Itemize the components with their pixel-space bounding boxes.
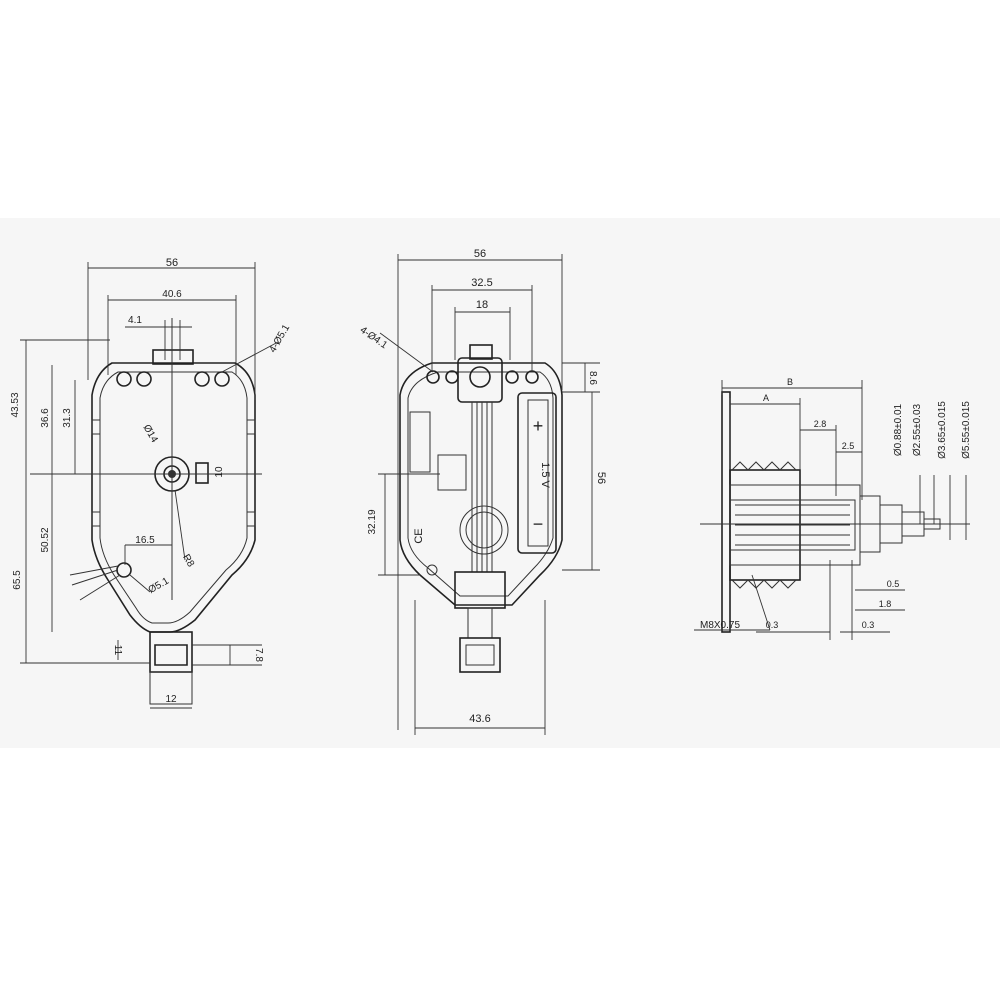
side-dim-dia-3: Ø3.65±0.015 xyxy=(937,401,948,459)
side-dim-2-8: 2.8 xyxy=(814,419,827,429)
hanger-body xyxy=(149,631,193,673)
wire-3 xyxy=(79,574,121,601)
side-dim-thread: M8X0.75 xyxy=(700,620,740,631)
coil-block xyxy=(437,454,467,491)
dim-hanger-w: 12 xyxy=(165,694,177,705)
battery-voltage: 1.5 V xyxy=(539,462,551,488)
dim-hanger-h: 7.8 xyxy=(253,648,264,662)
back-dim-width-mid: 32.5 xyxy=(471,277,492,289)
dim-height-total: 65.5 xyxy=(12,570,23,590)
gear-wheel xyxy=(459,505,509,555)
shaft-box xyxy=(195,462,209,484)
side-dim-A: A xyxy=(763,393,769,403)
side-dim-dia-4: Ø5.55±0.015 xyxy=(961,401,972,459)
back-dim-width-inner: 18 xyxy=(476,299,488,311)
back-housing-inner xyxy=(407,371,554,597)
back-hanger-end xyxy=(459,637,501,673)
left-clip-upper xyxy=(91,419,101,435)
dim-pin-hole: Ø5.1 xyxy=(147,575,172,596)
back-hole-3 xyxy=(505,370,519,384)
battery-compartment xyxy=(517,392,557,554)
ce-mark: CE xyxy=(413,528,425,543)
side-dim-0-3a: 0.3 xyxy=(766,620,779,630)
right-clip-upper xyxy=(246,419,256,435)
dim-height-upper: 43.53 xyxy=(10,392,21,417)
back-hole-4 xyxy=(525,370,539,384)
side-plate xyxy=(721,391,731,633)
pendulum-hub xyxy=(457,357,503,403)
wire-1 xyxy=(69,565,119,576)
dim-offset-16: 16.5 xyxy=(135,535,155,546)
back-hanger-body xyxy=(454,571,506,609)
dim-31: 31.3 xyxy=(62,408,73,428)
front-top-tab xyxy=(152,349,194,365)
back-hole-1 xyxy=(426,370,440,384)
hanger-window xyxy=(154,644,188,666)
back-hanger-neck xyxy=(467,607,493,639)
front-housing-inner xyxy=(99,371,248,624)
back-hole-2 xyxy=(445,370,459,384)
back-dim-top-offset: 8.6 xyxy=(587,371,598,385)
side-dim-0-3b: 0.3 xyxy=(862,620,875,630)
battery-cell xyxy=(527,399,549,547)
back-screw xyxy=(426,564,438,576)
side-view: B A 2.8 2.5 Ø0.88±0.01 Ø2.55±0.03 Ø3.65±… xyxy=(694,377,972,640)
side-dim-dia-2: Ø2.55±0.03 xyxy=(912,403,923,456)
dim-shaft-dia: Ø14 xyxy=(141,423,160,445)
left-clip-lower xyxy=(91,511,101,527)
back-dim-height: 56 xyxy=(595,472,607,484)
back-dim-holes: 4-Ø4.1 xyxy=(358,325,390,352)
mount-hole-2 xyxy=(136,371,152,387)
pin-hole xyxy=(116,562,132,578)
battery-plus: + xyxy=(533,416,544,436)
side-dim-0-5: 0.5 xyxy=(887,579,900,589)
thread-teeth-top xyxy=(731,461,797,471)
side-dim-dia-1: Ø0.88±0.01 xyxy=(893,403,904,456)
dim-hole-offset: 4.1 xyxy=(128,315,142,326)
pendulum-top xyxy=(469,344,493,360)
mount-hole-4 xyxy=(214,371,230,387)
dim-radius: R8 xyxy=(180,552,196,569)
back-dim-bottom-width: 43.6 xyxy=(469,713,490,725)
battery-minus: − xyxy=(533,514,544,534)
dim-hole-span: 40.6 xyxy=(162,289,182,300)
circuit-strip xyxy=(409,411,431,473)
back-view: + − 1.5 V CE 56 32.5 18 4-Ø xyxy=(358,248,607,735)
mount-hole-1 xyxy=(116,371,132,387)
hanger-tail xyxy=(149,671,193,705)
back-housing-outline xyxy=(399,362,563,606)
hub-core xyxy=(729,499,856,551)
thread-teeth-bottom xyxy=(731,579,797,589)
front-housing-outline xyxy=(91,362,256,633)
mount-hole-3 xyxy=(194,371,210,387)
dim-36: 36.6 xyxy=(40,408,51,428)
side-dim-2-5: 2.5 xyxy=(842,441,855,451)
dim-hanger-t: 11 xyxy=(112,645,123,656)
dim-mount-holes: 4-Ø5.1 xyxy=(267,322,292,354)
pendulum-pivot xyxy=(469,366,491,388)
side-dim-B: B xyxy=(787,377,793,387)
right-clip-lower xyxy=(246,511,256,527)
back-dim-left-height: 32.19 xyxy=(367,509,378,534)
back-dim-width-overall: 56 xyxy=(474,248,486,260)
dim-shaft-box: 10 xyxy=(214,466,225,478)
wire-2 xyxy=(71,569,119,586)
dim-lower: 50.52 xyxy=(40,527,51,552)
side-dim-1-8: 1.8 xyxy=(879,599,892,609)
front-view: 56 40.6 4.1 4-Ø5.1 43.53 36.6 31.3 50.52… xyxy=(10,257,292,709)
dim-width-overall: 56 xyxy=(166,257,178,269)
